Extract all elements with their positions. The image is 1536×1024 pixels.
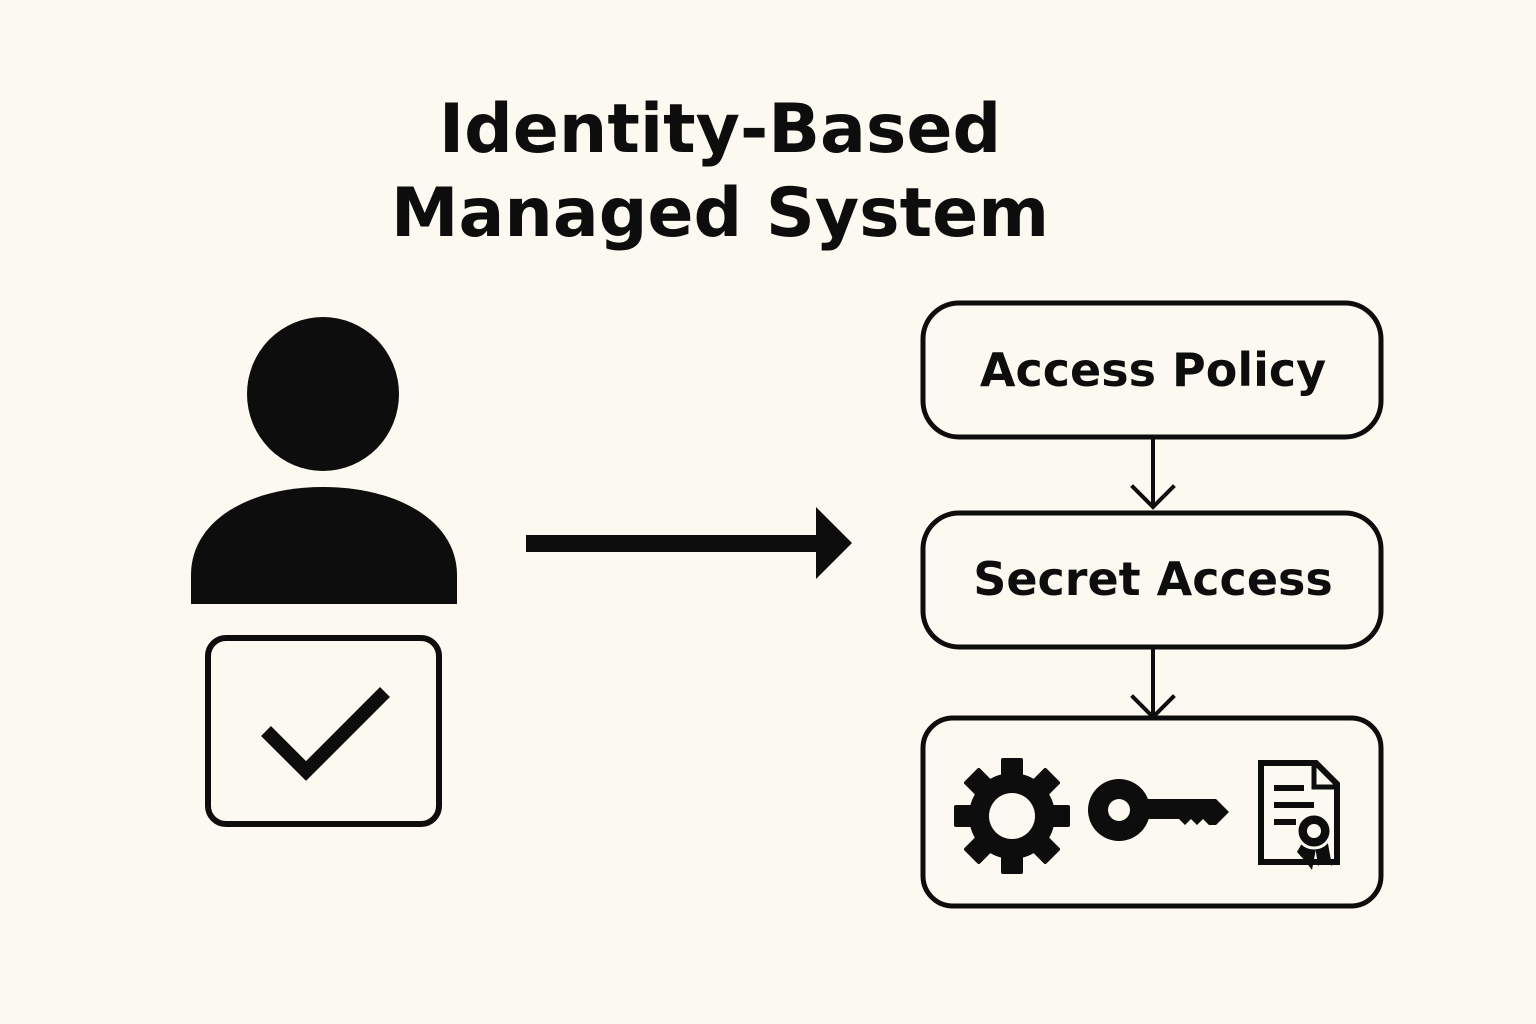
title-line-2: Managed System	[390, 174, 1050, 253]
connector-arrow-1	[1130, 437, 1176, 510]
title-line-1: Identity-Based	[438, 90, 1002, 169]
key-icon	[1088, 779, 1229, 841]
resources-box	[920, 715, 1384, 909]
arrow-right-icon	[526, 507, 852, 579]
checkbox-check-icon	[205, 635, 442, 827]
gear-icon	[954, 758, 1070, 874]
certificate-document-icon	[1258, 760, 1340, 870]
page-title: Identity-Based Managed System	[340, 88, 1100, 256]
user-icon	[191, 317, 457, 604]
access-policy-label: Access Policy	[979, 343, 1327, 397]
secret-access-label: Secret Access	[973, 552, 1333, 606]
